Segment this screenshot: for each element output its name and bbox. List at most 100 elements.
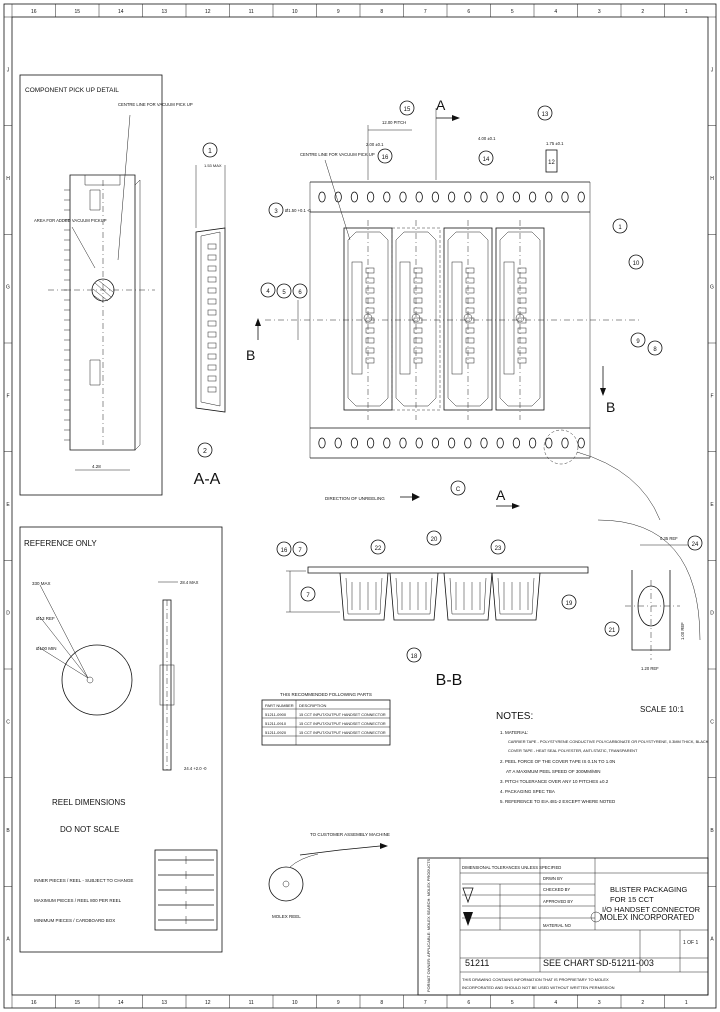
sprocket-hole — [496, 437, 504, 449]
sprocket-hole — [415, 437, 423, 449]
left-footer: FORMAT OWNER: APPLICABLE: MOLEX SEARCH: … — [426, 858, 431, 992]
zone-top-label: 14 — [118, 9, 124, 15]
sprocket-hole — [350, 191, 358, 203]
approved-by-label: APPROVED BY — [543, 899, 573, 904]
parts-row-0-pn: 51211-0900 — [265, 712, 287, 717]
unreeling-direction-label: DIRECTION OF UNREELING — [325, 496, 385, 501]
hole-dia-label: Ø1.50 +0.1 -0 — [285, 208, 311, 213]
zone-bottom-label: 5 — [511, 1000, 514, 1006]
parts-row-1-pn: 51211-0910 — [265, 721, 287, 726]
note-line-3: 2. PEEL FORCE OF THE COVER TAPE IS 0.1N … — [500, 759, 615, 764]
zone-left-label: D — [6, 611, 10, 617]
zone-bottom-label: 8 — [380, 1000, 383, 1006]
bubble-15: 15 — [404, 107, 411, 113]
zone-left-label: J — [7, 67, 10, 73]
doc-number: SD-51211-003 — [596, 958, 654, 968]
zone-bottom-label: 6 — [467, 1000, 470, 1006]
zone-right-label: J — [711, 67, 714, 73]
zone-bottom-label: 13 — [161, 1000, 167, 1006]
bb-bubble-7: 7 — [298, 548, 302, 554]
ref-dim-bottom: 24.4 +2.0 -0 — [184, 766, 207, 771]
parts-row-1-desc: 15 CCT INPUT/OUTPUT HANDSET CONNECTOR — [299, 722, 386, 726]
parts-table-title: THIS RECOMMENDED FOLLOWING PARTS — [280, 692, 372, 697]
detail-c-bottom-dim: 1.20 REF — [641, 666, 659, 671]
parts-table: THIS RECOMMENDED FOLLOWING PARTS PART NU… — [261, 692, 391, 746]
aa-bubble-bottom: 2 — [203, 448, 207, 455]
note-line-2: COVER TAPE - HEAT SEAL POLYESTER, ANTI-S… — [508, 748, 638, 753]
zone-right-label: C — [710, 719, 714, 725]
zone-left-label: F — [6, 393, 9, 399]
sprocket-hole — [545, 191, 553, 203]
sprocket-hole — [366, 437, 375, 449]
bubble-14: 14 — [483, 157, 490, 163]
ref-label-0: 330 MAX — [32, 581, 51, 586]
sprocket-hole — [577, 437, 585, 449]
bb-bubble-7b: 7 — [306, 593, 310, 599]
molex-logo-icon — [590, 911, 602, 923]
sprocket-hole — [480, 437, 488, 449]
sprocket-hole — [480, 191, 488, 203]
aa-height-dim: 1.53 MAX — [204, 163, 222, 168]
sprocket-hole — [512, 191, 521, 203]
zone-bottom-label: 14 — [118, 1000, 124, 1006]
sprocket-hole — [496, 191, 504, 203]
note-line-4: AT A MAXIMUM PEEL SPEED OF 300MM/MIN — [506, 769, 600, 774]
section-b-b-label: B-B — [436, 672, 463, 689]
customer-label: TO CUSTOMER ASSEMBLY MACHINE — [310, 832, 390, 837]
ref-label-2: Ø100 MIN — [36, 646, 57, 651]
c-bubble-21: 21 — [609, 628, 616, 634]
zone-bottom-label: 2 — [641, 1000, 644, 1006]
reel-dimensions-title: REEL DIMENSIONS — [52, 798, 126, 807]
zone-top-label: 8 — [380, 9, 383, 15]
section-a-top: A — [436, 97, 446, 113]
zone-bottom-label: 12 — [205, 1000, 211, 1006]
zone-bottom-label: 1 — [685, 1000, 688, 1006]
detail-c-scale: SCALE 10:1 — [640, 705, 685, 714]
zone-right-label: H — [710, 176, 714, 182]
sprocket-hole — [431, 437, 439, 449]
bubble-4: 4 — [266, 289, 270, 295]
sprocket-hole — [447, 191, 456, 203]
zone-left-label: H — [6, 176, 10, 182]
sprocket-hole — [399, 191, 407, 203]
sprocket-hole — [383, 437, 391, 449]
sprocket-hole — [528, 191, 537, 203]
bubble-8: 8 — [653, 347, 657, 353]
sprocket-hole — [383, 191, 391, 203]
detail-c-side-dim: 1.00 REF — [680, 622, 685, 640]
bubble-16: 16 — [382, 155, 389, 161]
notes-block: NOTES: 1. MATERIAL: CARRIER TAPE - POLYS… — [496, 711, 709, 804]
company-name: MOLEX INCORPORATED — [600, 913, 694, 922]
bb-bubble-19: 19 — [566, 601, 573, 607]
section-a-a-label: A-A — [194, 471, 221, 488]
sprocket-hole — [447, 437, 456, 449]
zone-top-label: 5 — [511, 9, 514, 15]
zone-top-label: 1 — [685, 9, 688, 15]
c-bubble-24: 24 — [692, 542, 699, 548]
zone-bottom-label: 15 — [74, 1000, 80, 1006]
bb-pocket — [339, 572, 389, 621]
sprocket-hole — [431, 191, 439, 203]
sprocket-hole — [318, 437, 326, 449]
zone-bottom-label: 16 — [31, 1000, 37, 1006]
sprocket-hole — [561, 191, 569, 203]
reel-outline — [61, 644, 133, 716]
detail-c-view: 0.35 REF 24 21 1.00 REF 1.20 REF SCALE 1… — [597, 519, 703, 714]
ref-label-1: Ø13 REF — [36, 616, 55, 621]
zone-right-label: E — [710, 502, 714, 508]
zone-bottom-label: 7 — [424, 1000, 427, 1006]
zone-bottom-label: 11 — [249, 1000, 254, 1006]
footer-line-1: THIS DRAWING CONTAINS INFORMATION THAT I… — [462, 977, 609, 982]
parts-header-0: PART NUMBER — [265, 703, 294, 708]
sprocket-holes-top — [318, 191, 585, 203]
bb-pockets — [339, 572, 541, 621]
aa-bubble-top: 1 — [208, 148, 212, 155]
note-line-5: 3. PITCH TOLERANCE OVER ANY 10 PITCHES ±… — [500, 779, 609, 784]
zone-bottom-label: 3 — [598, 1000, 601, 1006]
zone-top-label: 10 — [292, 9, 298, 15]
pickup-detail-view: COMPONENT PICK UP DETAIL CENTRE LINE FOR… — [19, 74, 193, 496]
centre-line-label: CENTRE LINE FOR VACUUM PICK UP — [118, 102, 193, 107]
zone-top-label: 7 — [424, 9, 427, 15]
